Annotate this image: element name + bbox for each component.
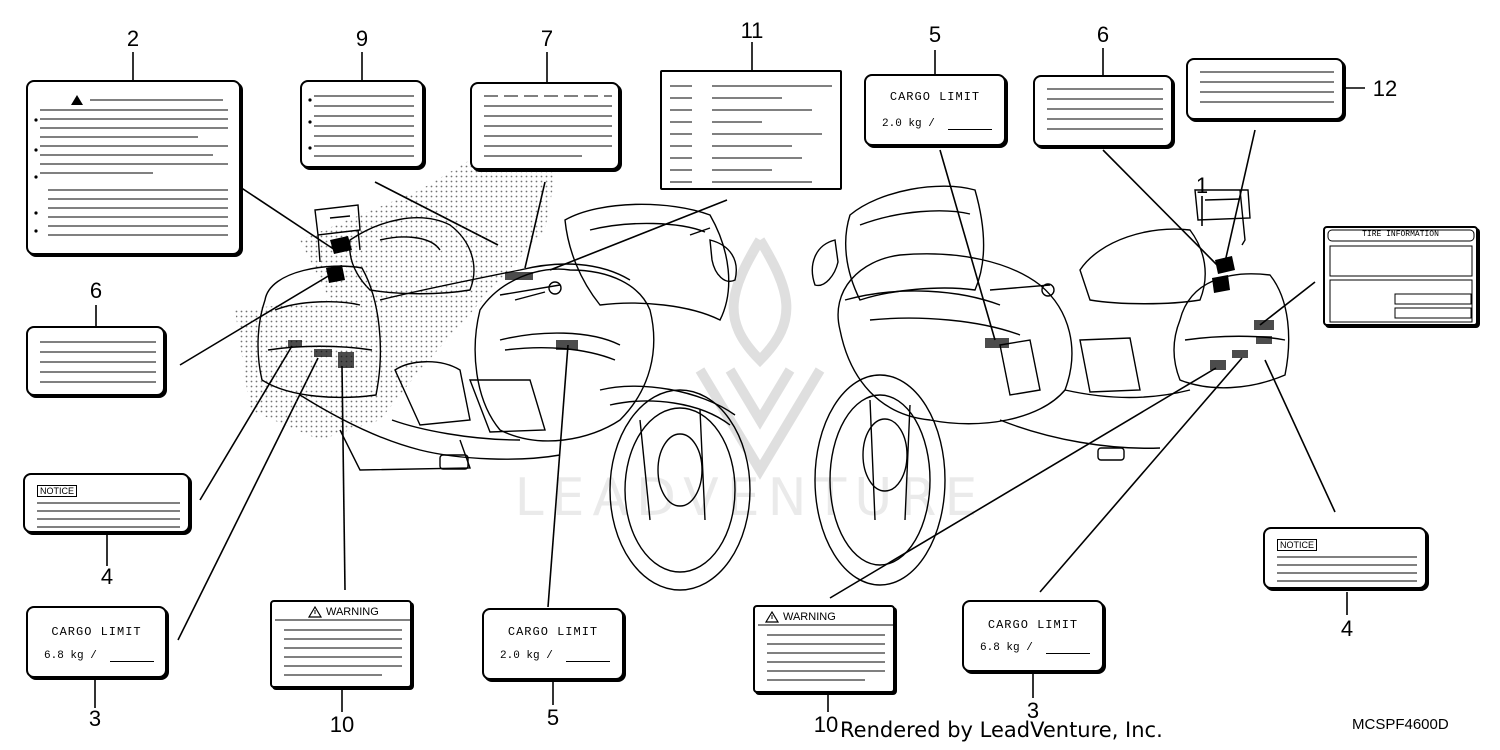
callout-9: 9: [355, 26, 369, 51]
watermark-text: LEADVENTURE: [515, 468, 986, 528]
label-10-warning-left: WARNING: [270, 600, 412, 688]
label-3-cargo-limit-left: CARGO LIMIT 6.8 kg /: [26, 606, 167, 678]
label-1-tire-information: TIRE INFORMATION: [1323, 226, 1478, 326]
cargo-limit-weight: 2.0 kg /: [882, 118, 935, 130]
footer-credit: Rendered by LeadVenture, Inc.: [840, 718, 1163, 742]
cargo-limit-title: CARGO LIMIT: [889, 90, 981, 104]
label-11: [660, 70, 842, 190]
label-4-notice-right: NOTICE: [1263, 527, 1427, 589]
callout-4-right: 4: [1340, 616, 1354, 641]
callout-6-top: 6: [1096, 22, 1110, 47]
callout-6-left: 6: [89, 278, 103, 303]
callout-3-left: 3: [88, 706, 102, 731]
label-12: [1186, 58, 1344, 120]
callout-10-right: 10: [813, 712, 839, 737]
callout-11: 11: [740, 18, 764, 43]
notice-badge: NOTICE: [37, 485, 78, 497]
notice-badge: NOTICE: [1277, 539, 1318, 551]
warning-title: WARNING: [326, 606, 379, 618]
label-6-top: [1033, 75, 1173, 147]
callout-12: 12: [1372, 76, 1398, 101]
callout-2: 2: [126, 26, 140, 51]
label-9: [300, 80, 424, 168]
cargo-limit-weight: 2.0 kg /: [500, 650, 553, 662]
label-6-left: [26, 326, 165, 396]
tire-information-title: TIRE INFORMATION: [1362, 230, 1439, 239]
warning-title: WARNING: [783, 611, 836, 623]
callout-7: 7: [540, 26, 554, 51]
callout-4-left: 4: [100, 564, 114, 589]
callout-3-right: 3: [1026, 698, 1040, 723]
label-2-warning-block: [26, 80, 241, 255]
callout-5-top: 5: [928, 22, 942, 47]
label-10-warning-right: WARNING: [753, 605, 895, 693]
cargo-limit-weight: 6.8 kg /: [44, 650, 97, 662]
cargo-limit-title: CARGO LIMIT: [507, 625, 599, 639]
leadventure-watermark: [695, 237, 825, 480]
label-7: [470, 82, 620, 170]
cargo-limit-title: CARGO LIMIT: [987, 618, 1079, 632]
callout-1: 1: [1195, 173, 1209, 198]
label-4-notice-left: NOTICE: [23, 473, 190, 533]
label-5-cargo-limit-top: CARGO LIMIT 2.0 kg /: [864, 74, 1006, 146]
label-3-cargo-limit-right: CARGO LIMIT 6.8 kg /: [962, 600, 1104, 672]
cargo-limit-title: CARGO LIMIT: [51, 625, 142, 639]
callout-5-bottom: 5: [546, 705, 560, 730]
cargo-limit-weight: 6.8 kg /: [980, 642, 1033, 654]
label-5-cargo-limit-bottom: CARGO LIMIT 2.0 kg /: [482, 608, 624, 680]
diagram-code: MCSPF4600D: [1352, 716, 1449, 733]
callout-10-left: 10: [329, 712, 355, 737]
